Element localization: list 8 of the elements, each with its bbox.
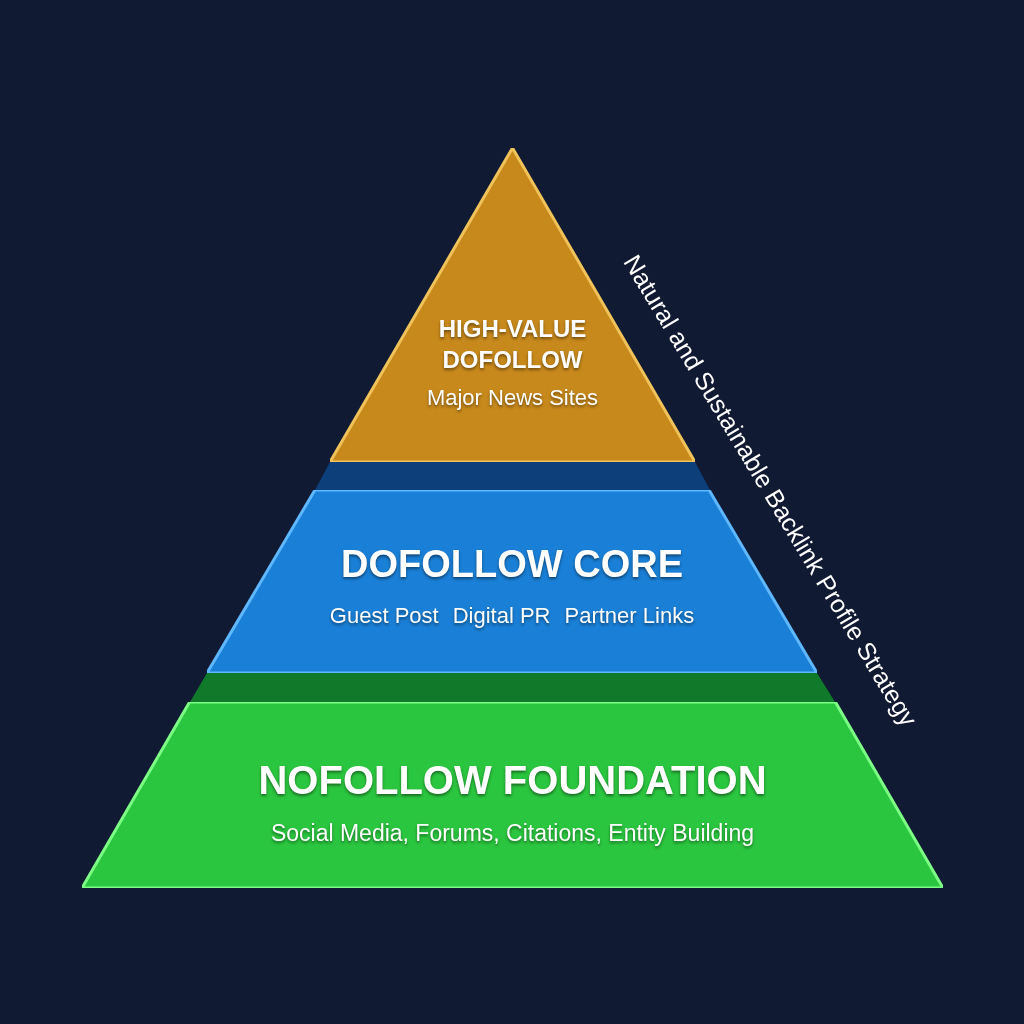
tier-item: Social Media, Forums, Citations, Entity Building — [270, 820, 755, 847]
tier-item: Partner Links — [564, 603, 695, 630]
tier-title: HIGH-VALUE DOFOLLOW — [437, 314, 588, 376]
tier-item: Major News Sites — [426, 385, 599, 412]
tier-item: Guest Post — [329, 603, 439, 630]
tier-title: DOFOLLOW CORE — [341, 542, 683, 587]
tier-title: NOFOLLOW FOUNDATION — [258, 757, 767, 804]
tier-item: Digital PR — [452, 603, 551, 630]
